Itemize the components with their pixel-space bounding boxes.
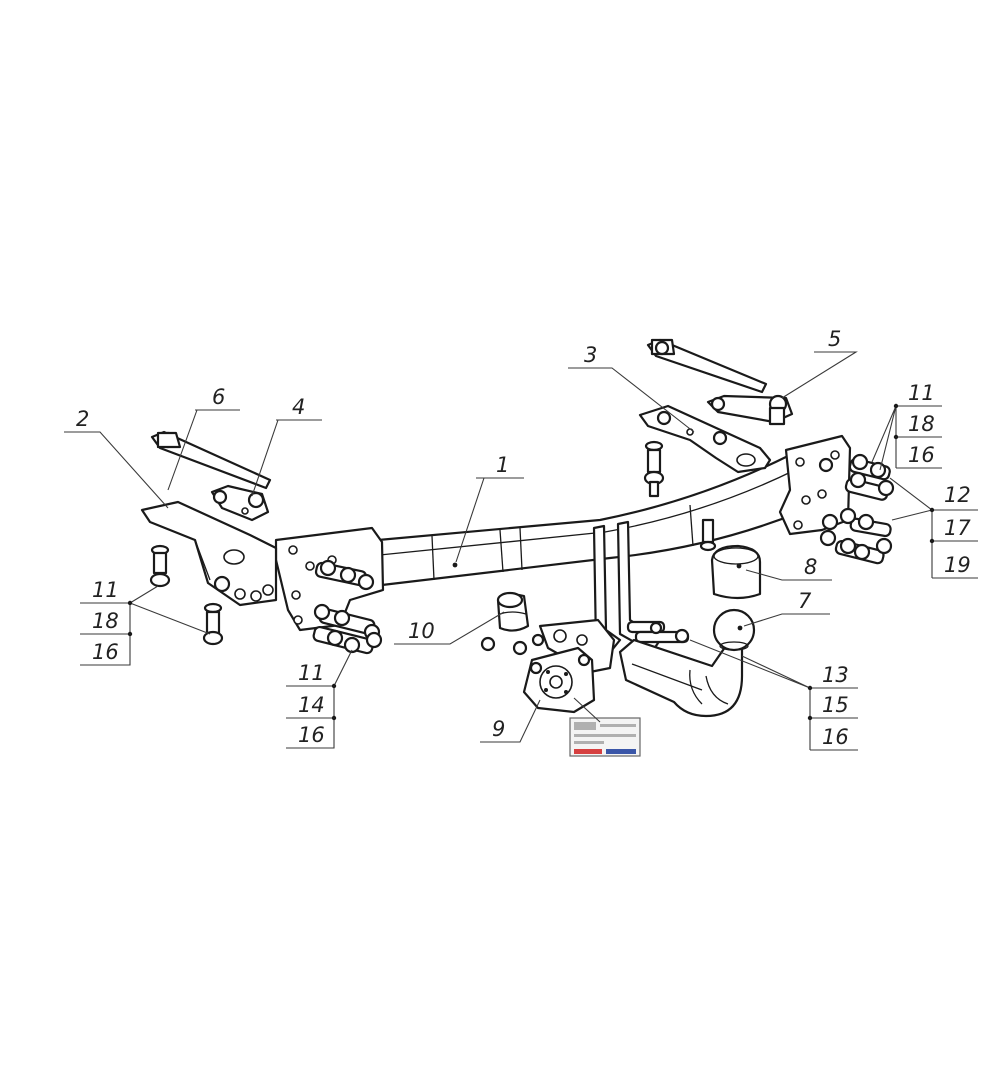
callout-left-bracket-11: 11	[92, 578, 119, 602]
hitch-drop-plates	[538, 520, 662, 674]
callout-6: 6	[212, 385, 225, 409]
right-end-plate	[778, 434, 852, 536]
right-strap	[706, 394, 794, 426]
ball-cover	[710, 544, 762, 600]
left-plate-bolts	[312, 559, 383, 655]
callout-ball-neck-15: 15	[822, 693, 849, 717]
callout-left-plate-16: 16	[298, 723, 325, 747]
callout-right-upper-16: 16	[908, 443, 935, 467]
callout-right-lower-19: 19	[944, 553, 971, 577]
right-side-bracket	[638, 404, 772, 474]
callout-right-lower-12: 12	[944, 483, 971, 507]
ball-neck	[618, 638, 744, 718]
callout-10: 10	[408, 619, 435, 643]
left-strap	[210, 484, 270, 522]
callout-ball-neck-16: 16	[822, 725, 849, 749]
label-plate	[569, 717, 641, 757]
callout-left-bracket-16: 16	[92, 640, 119, 664]
callout-2: 2	[76, 407, 89, 431]
leader-lines	[64, 351, 978, 751]
tow-ball	[712, 608, 756, 652]
callout-right-upper-18: 18	[908, 412, 935, 436]
hitch-bolts	[626, 620, 690, 644]
callout-left-plate-14: 14	[298, 693, 325, 717]
callout-9: 9	[492, 717, 505, 741]
callout-3: 3	[584, 343, 597, 367]
callout-ball-neck-13: 13	[822, 663, 849, 687]
callout-5: 5	[828, 327, 841, 351]
socket-plate	[522, 646, 596, 714]
right-plate-bolts	[819, 453, 895, 565]
callout-1: 1	[496, 453, 509, 477]
rubber-bushing	[480, 591, 545, 656]
callout-4: 4	[292, 395, 305, 419]
right-bracket-bolts	[643, 440, 717, 552]
callout-right-upper-11: 11	[908, 381, 935, 405]
left-side-bracket	[140, 500, 278, 607]
callout-left-plate-11: 11	[298, 661, 325, 685]
callout-right-lower-17: 17	[944, 516, 971, 540]
callout-7: 7	[798, 589, 812, 613]
callout-left-bracket-18: 18	[92, 609, 119, 633]
left-tie-rod	[150, 430, 272, 490]
right-tie-rod	[646, 338, 768, 394]
callout-labels: 1 2 3 4 5 6 7 8 9 10 11 18 16 11 14 16 1…	[76, 327, 971, 749]
left-bracket-bolts	[149, 544, 224, 646]
callout-8: 8	[804, 555, 817, 579]
